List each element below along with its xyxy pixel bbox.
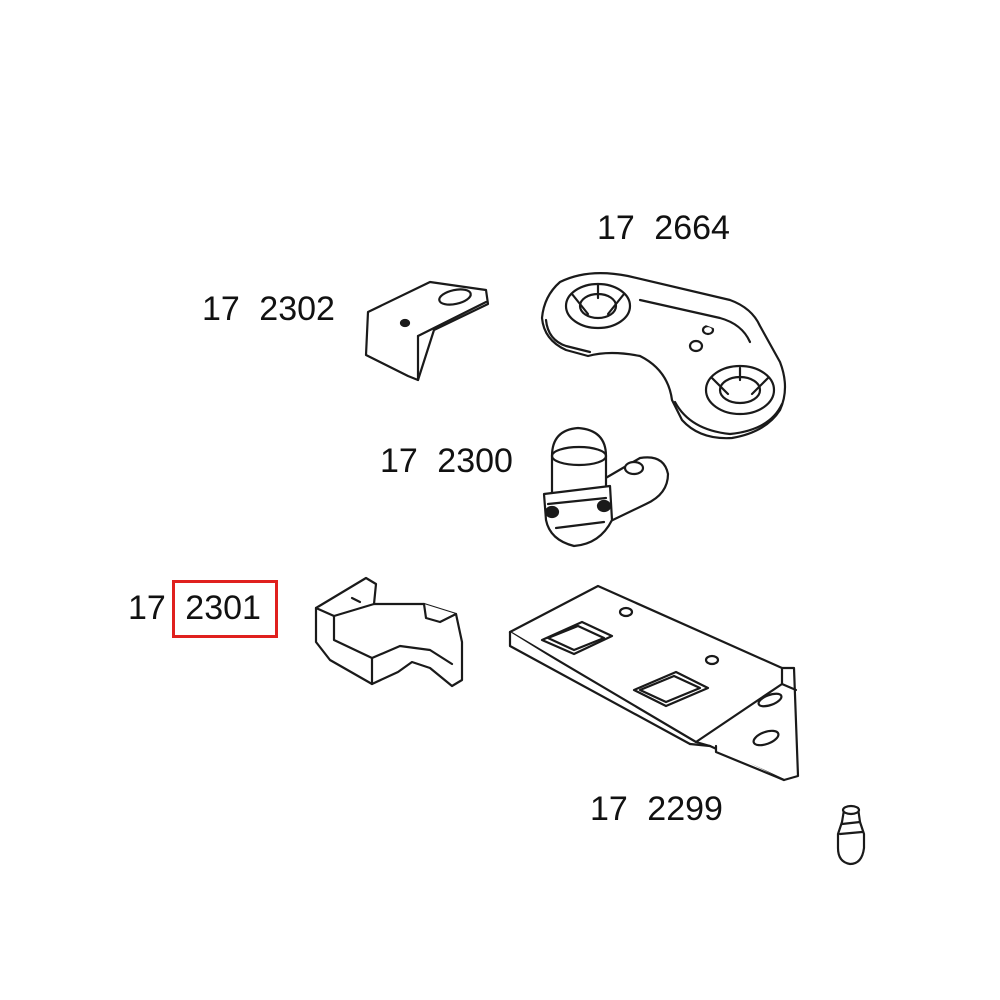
highlight-box [172,580,278,638]
label-number: 2302 [259,290,335,328]
label-prefix: 17 [380,442,418,480]
label-part-2300: 17 2300 [380,441,513,481]
label-part-2301: 17 2301 [128,588,261,628]
label-part-2664: 17 2664 [597,208,730,248]
label-part-2302: 17 2302 [202,289,335,329]
label-number: 2301 [185,589,261,627]
label-prefix: 17 [202,290,240,328]
label-prefix: 17 [597,209,635,247]
label-number: 2299 [647,790,723,828]
label-number: 2664 [654,209,730,247]
label-part-2299: 17 2299 [590,789,723,829]
part-2301-cover [316,578,462,686]
screw-stud [838,806,864,864]
part-2664-hinge-plate [542,273,785,438]
part-2302-bracket [366,282,488,380]
label-prefix: 17 [590,790,628,828]
label-number: 2300 [437,442,513,480]
label-prefix: 17 [128,589,166,627]
part-2300-hinge-pin [544,428,668,546]
part-2299-l-bracket [510,586,798,780]
